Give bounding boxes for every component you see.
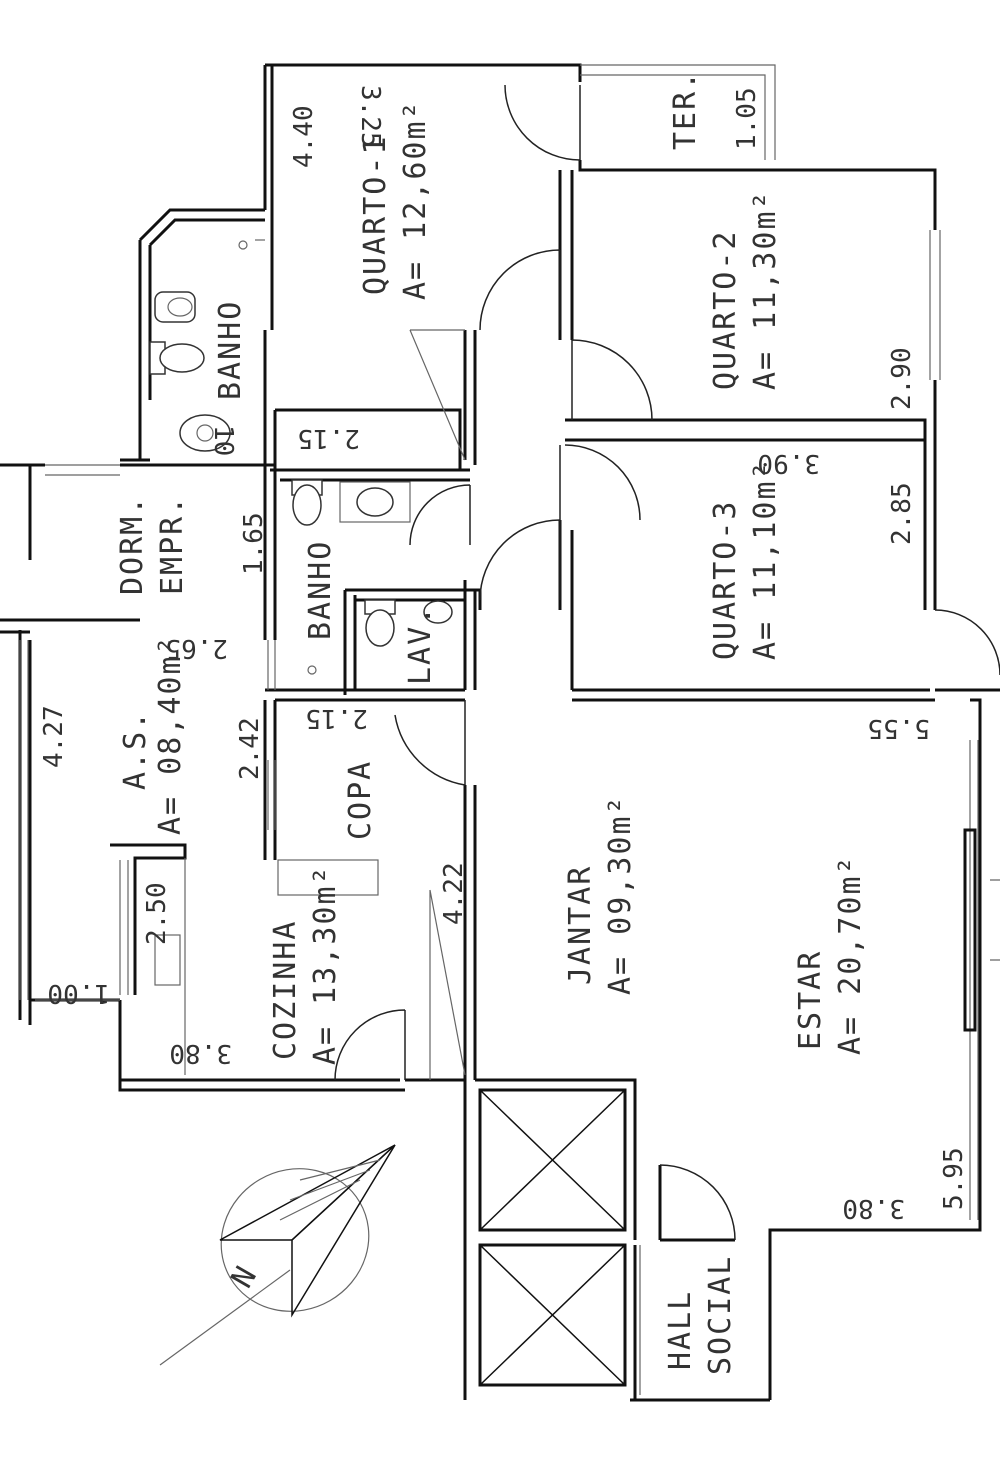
counter — [154, 858, 379, 1075]
quarto2-name: QUARTO-2 — [708, 230, 743, 391]
hall-name-1: HALL — [663, 1290, 698, 1370]
estar-dim-b: 5.95 — [939, 1147, 969, 1210]
quarto2-area: A= 11,30m² — [748, 189, 783, 390]
quarto1-dim-b: 3.25 — [355, 85, 385, 148]
cozinha-name: COZINHA — [268, 920, 303, 1060]
sink-icon — [339, 481, 411, 523]
banho-suite-name: BANHO — [213, 300, 248, 400]
bidet-icon — [154, 291, 196, 323]
dorm-dim-a: 1.65 — [239, 512, 269, 575]
toilet-icon — [291, 479, 323, 526]
banho-suite-dim-b: 10 — [208, 425, 238, 456]
copa-name: COPA — [343, 760, 378, 840]
jantar-name: JANTAR — [563, 865, 598, 985]
toilet-icon — [149, 341, 205, 375]
sink-icon — [423, 600, 453, 624]
elevators — [479, 1089, 626, 1386]
shower-icon — [238, 239, 317, 675]
quarto3-dim-a: 2.85 — [887, 482, 917, 545]
terraco-name: TER. — [668, 70, 703, 150]
quarto3-dim-b: 3.90 — [757, 448, 820, 478]
estar-area: A= 20,70m² — [833, 854, 868, 1055]
dorm-name-1: DORM. — [115, 495, 150, 595]
dorm-name-2: EMPR. — [155, 495, 190, 595]
as-dim-d: 1.00 — [47, 978, 110, 1008]
jantar-area: A= 09,30m² — [603, 794, 638, 995]
dorm-dim-b: 2.65 — [165, 633, 228, 663]
sink-icon — [179, 414, 231, 452]
estar-dim-c: 3.80 — [842, 1193, 905, 1223]
quarto1-name: QUARTO-1 — [358, 135, 393, 296]
doors — [334, 84, 1000, 1241]
quarto2-dim-a: 2.90 — [887, 347, 917, 410]
toilet-icon — [364, 599, 396, 647]
room-labels: QUARTO-1 A= 12,60m² 4.40 3.25 TER. 1.05 … — [39, 70, 969, 1375]
terraco-dim-a: 1.05 — [732, 87, 762, 150]
lavabo-name: LAV. — [403, 605, 438, 685]
quarto1-area: A= 12,60m² — [398, 99, 433, 300]
cozinha-dim-a: 3.80 — [169, 1038, 232, 1068]
hall-name-2: SOCIAL — [703, 1255, 738, 1375]
as-area: A= 08,40m² — [153, 634, 188, 835]
quarto3-area: A= 11,10m² — [748, 459, 783, 660]
quarto1-dim-a: 4.40 — [289, 105, 319, 168]
as-dim-b: 2.42 — [235, 717, 265, 780]
as-dim-c: 2.50 — [142, 882, 172, 945]
estar-name: ESTAR — [793, 950, 828, 1050]
windows — [19, 230, 1000, 1395]
quarto3-name: QUARTO-3 — [708, 500, 743, 661]
copa-dim-a: 2.15 — [305, 703, 368, 733]
as-dim-a: 4.27 — [39, 705, 69, 768]
cozinha-area: A= 13,30m² — [308, 864, 343, 1065]
estar-dim-a: 5.55 — [867, 713, 930, 743]
banho-social-name: BANHO — [303, 540, 338, 640]
as-name: A.S. — [118, 710, 153, 790]
banho-suite-dim-a: 2.15 — [297, 423, 360, 453]
north-arrow-icon: N — [159, 1144, 396, 1366]
cozinha-dim-b: 4.22 — [439, 862, 469, 925]
fixtures — [149, 239, 453, 1075]
north-label: N — [225, 1259, 265, 1294]
